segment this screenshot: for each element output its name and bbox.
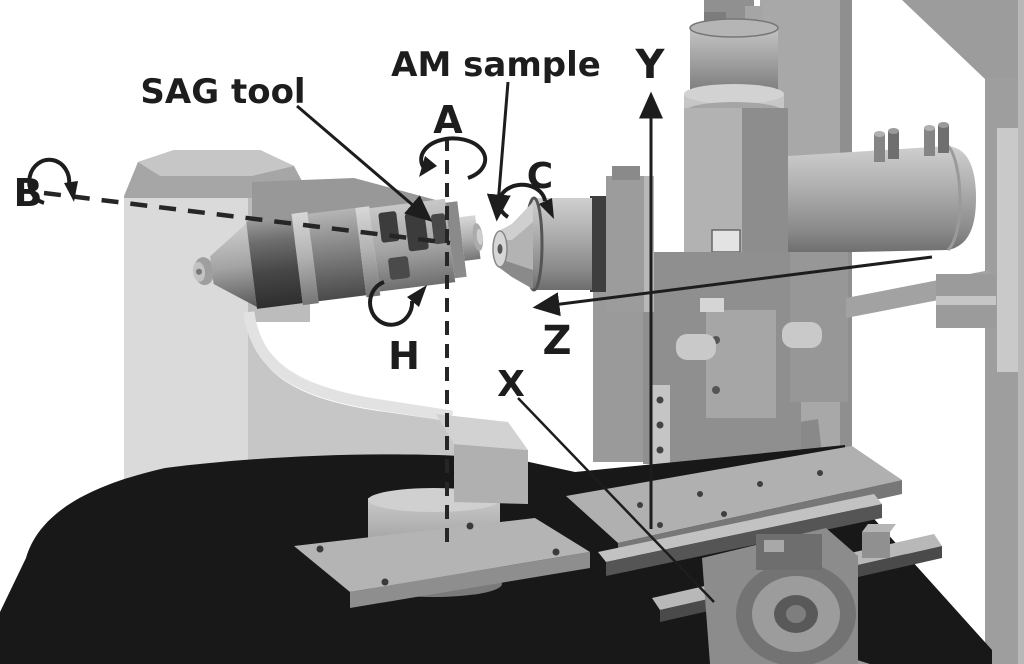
axis-h-label: H — [388, 334, 420, 378]
sag-tool-leader-arrow — [296, 104, 433, 222]
backdrop-light-patch — [997, 128, 1018, 372]
stage-center-plate — [706, 310, 776, 418]
axis-c-arrowhead — [539, 198, 554, 219]
spindle-body-mid — [307, 207, 367, 302]
fixture-arm — [248, 318, 455, 470]
backdrop-beam — [902, 0, 1024, 92]
axis-h-arrowhead — [407, 285, 427, 307]
rail-cube — [862, 524, 896, 558]
axis-a-arrowhead — [419, 156, 437, 177]
axis-b-rotation-arc — [27, 157, 72, 205]
stage-shaft-right — [782, 322, 822, 348]
am-sample-label: AM sample — [391, 45, 601, 85]
sag-tool-label: SAG tool — [140, 72, 305, 112]
stage-rail-strip — [650, 385, 670, 483]
annotations — [27, 81, 933, 603]
tower-window — [711, 229, 741, 253]
am-sample-leader-arrow — [486, 81, 511, 222]
mounting-plate — [294, 518, 590, 608]
fixture-arm-block — [436, 414, 528, 504]
axis-c-rotation-arc — [497, 182, 547, 219]
axis-b-label: B — [14, 171, 43, 215]
axis-y-label: Y — [635, 42, 666, 88]
axis-b-arrowhead — [64, 181, 78, 202]
axis-a-rotation-arc — [419, 136, 488, 180]
cross-stage-assembly — [593, 252, 996, 483]
axis-c-label: C — [527, 156, 553, 197]
axis-x-label: X — [497, 364, 525, 405]
labels: SAG tool AM sample A B C H X Y Z — [14, 42, 666, 405]
spindle-body-dark — [246, 215, 303, 309]
axis-z-label: Z — [542, 318, 571, 364]
backdrop-right-sliver — [1018, 0, 1024, 664]
stage-shaft-left — [676, 334, 716, 360]
dashed-b-axis-line — [43, 190, 451, 246]
axis-z-arrow — [532, 255, 933, 317]
axis-x-line — [517, 397, 715, 603]
drive-motor — [702, 528, 858, 664]
spindle-nose-cone — [210, 223, 257, 307]
axis-a-label: A — [433, 98, 463, 142]
axis-h-rotation-arc — [368, 280, 415, 327]
housing-bolts — [874, 122, 949, 162]
sample-spindle — [492, 166, 654, 312]
